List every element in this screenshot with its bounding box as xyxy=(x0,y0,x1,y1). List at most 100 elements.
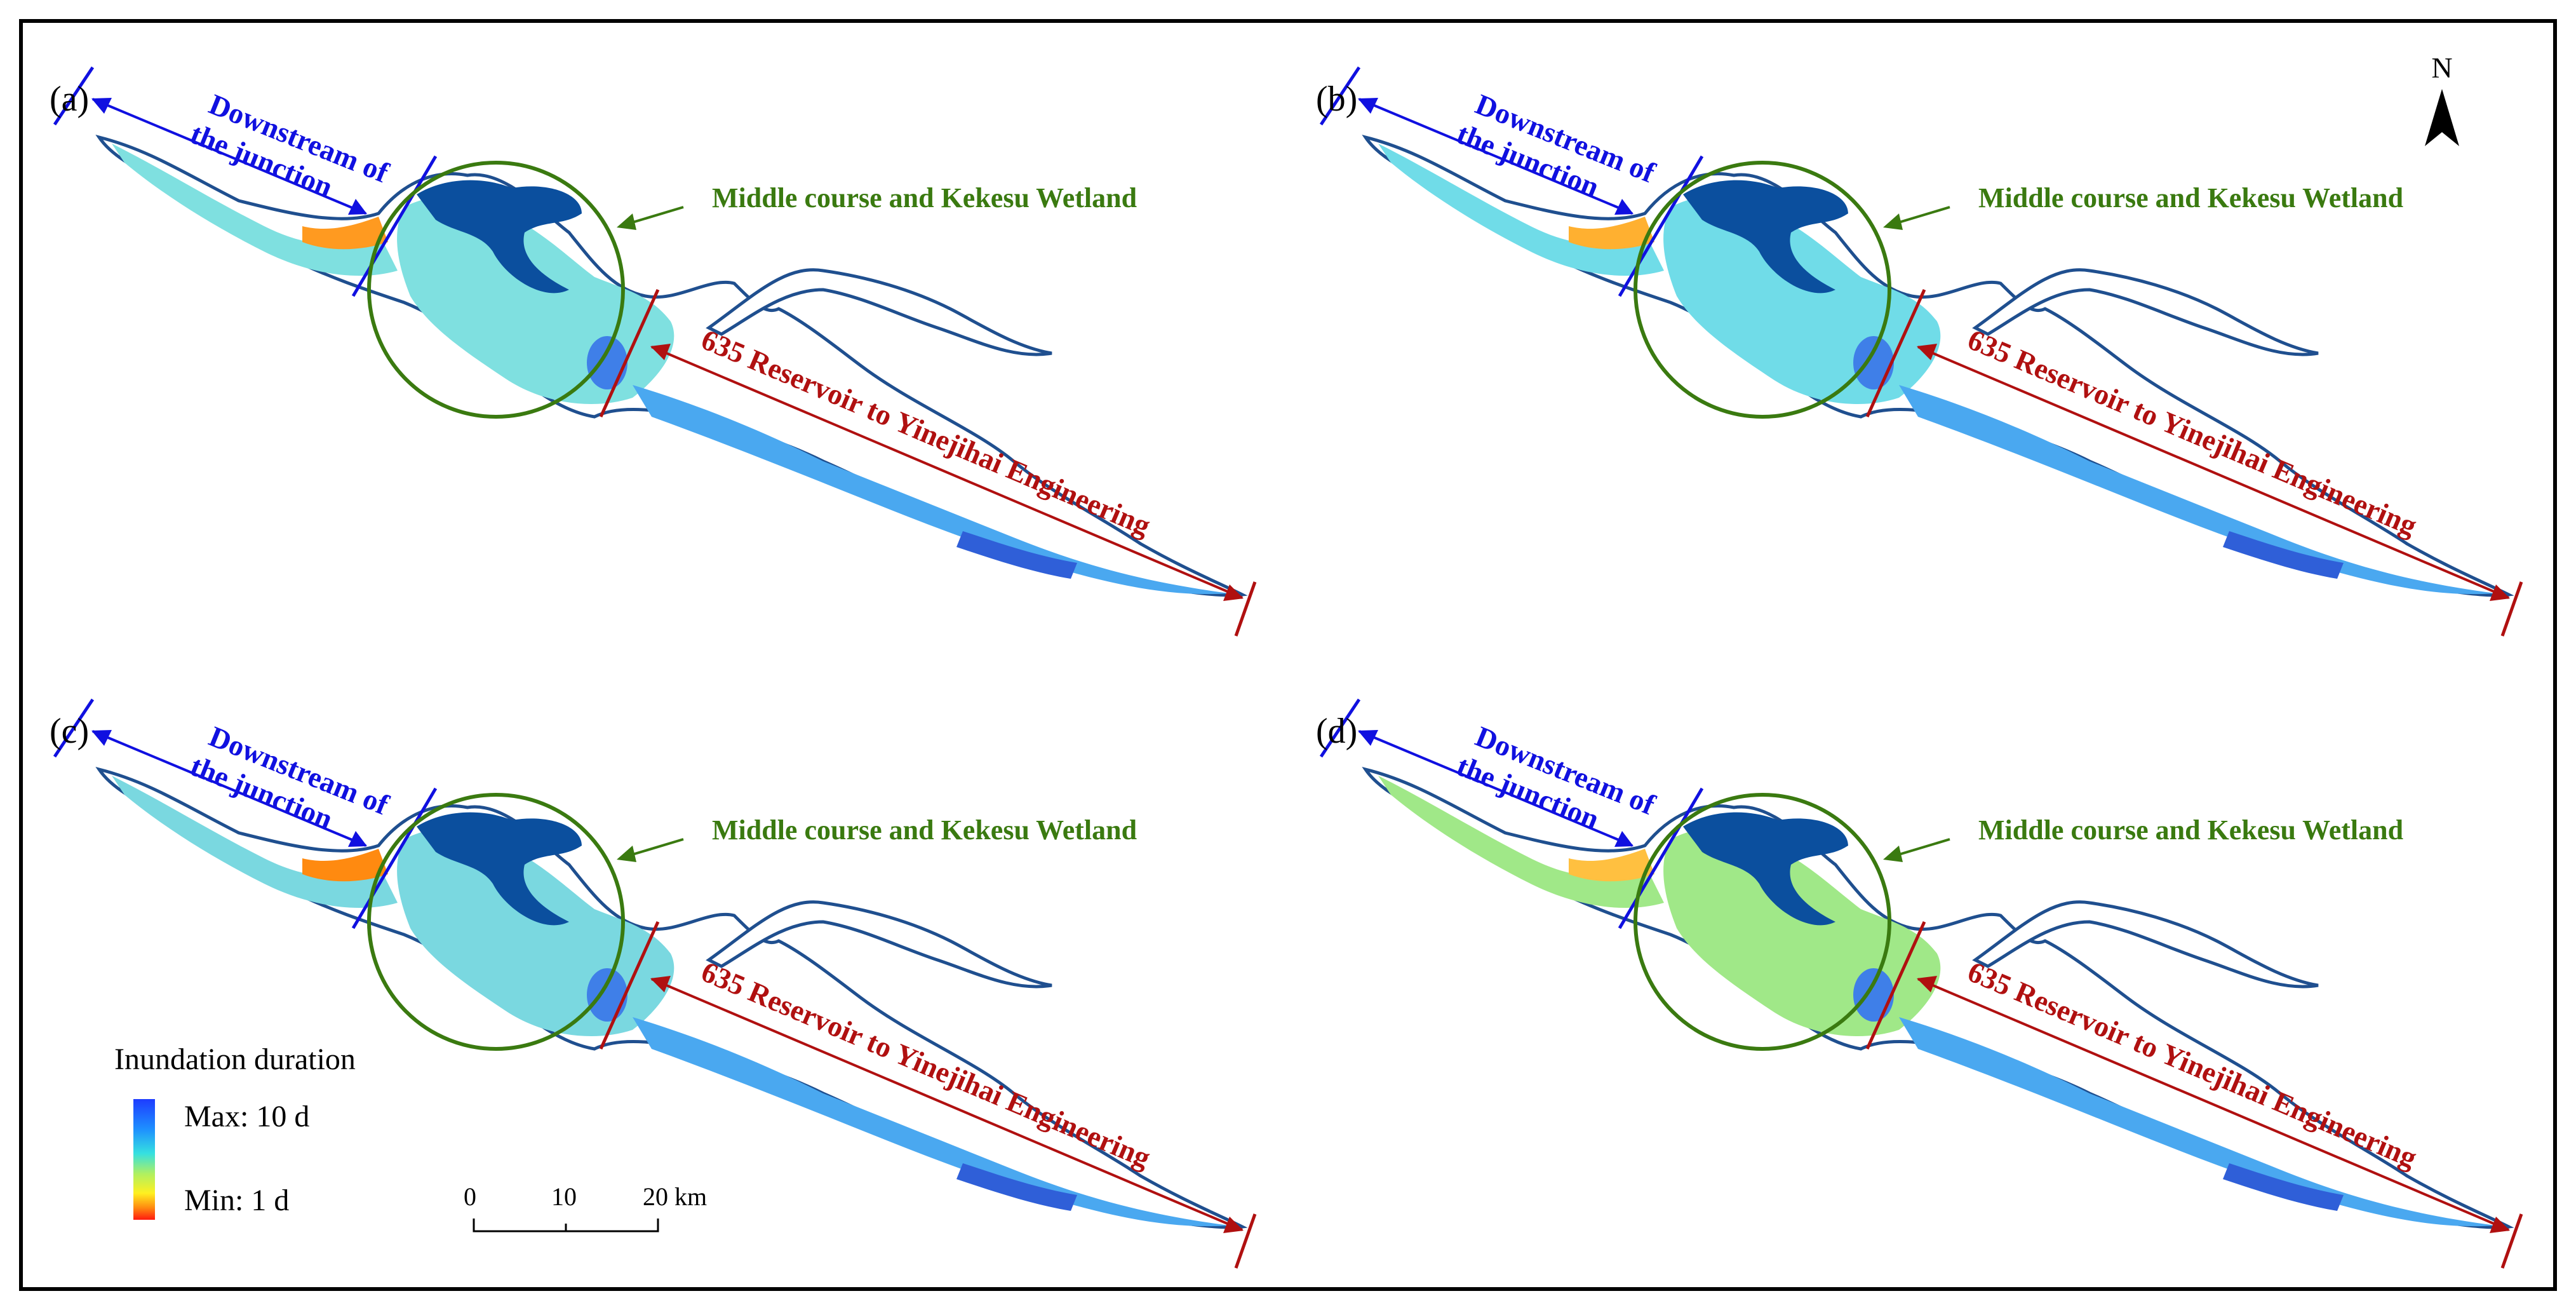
river-branch xyxy=(1972,268,2319,356)
north-arrow-icon xyxy=(2425,89,2459,146)
panel-label: (a) xyxy=(50,79,90,119)
map-panel-d: Downstream of the junction Middle course… xyxy=(1289,655,2556,1287)
deep-water-pool xyxy=(587,968,627,1022)
boundary-reservoir-end xyxy=(1234,581,1257,637)
arrowhead-reservoir-right xyxy=(2490,1217,2510,1233)
boundary-downstream-start xyxy=(1319,698,1361,758)
arrowhead-reservoir-left xyxy=(1917,344,1937,360)
arrowhead-downstream-right xyxy=(348,199,367,215)
boundary-downstream-end xyxy=(1618,787,1704,929)
arrow-reservoir xyxy=(1917,978,2509,1231)
deep-water-wetland xyxy=(1683,180,1848,294)
boundary-downstream-end xyxy=(351,787,438,929)
inundation-downstream xyxy=(1378,144,1664,276)
inundation-downstream xyxy=(112,144,398,276)
map-panel-b: Downstream of the junction Middle course… xyxy=(1289,23,2556,655)
scale-tick-0: 0 xyxy=(464,1182,476,1211)
inundation-downstream xyxy=(112,776,398,908)
panel-label: (c) xyxy=(50,712,90,751)
arrowhead-downstream-right xyxy=(348,831,367,847)
arrowhead-middle xyxy=(1883,846,1903,862)
legend-title: Inundation duration xyxy=(114,1043,356,1076)
inundation-reservoir xyxy=(633,385,1230,595)
wetland-circle xyxy=(1633,161,1891,419)
scale-tick-20: 20 km xyxy=(643,1182,708,1211)
arrowhead-middle xyxy=(617,213,636,230)
map-panel-a: Downstream of the junction Middle course… xyxy=(23,23,1289,655)
deep-water-reservoir xyxy=(956,531,1077,579)
label-middle: Middle course and Kekesu Wetland xyxy=(1978,814,2403,846)
inundation-downstream-warm xyxy=(1569,849,1654,882)
arrow-downstream xyxy=(1358,730,1633,847)
arrowhead-reservoir-right xyxy=(1223,584,1244,601)
scale-tick-10: 10 xyxy=(551,1182,577,1211)
deep-water-reservoir xyxy=(2223,1163,2344,1211)
deep-water-wetland xyxy=(417,812,582,926)
arrowhead-reservoir-right xyxy=(1223,1217,1244,1233)
arrow-downstream xyxy=(92,730,366,847)
wetland-circle xyxy=(367,161,625,419)
boundary-downstream-start xyxy=(1319,66,1361,126)
inundation-downstream-warm xyxy=(302,849,388,882)
north-label: N xyxy=(2431,51,2452,84)
north-arrow: N xyxy=(2407,51,2477,159)
panel-label: (b) xyxy=(1316,79,1358,119)
boundary-downstream-start xyxy=(53,698,95,758)
map-panel-c: Downstream of the junction Middle course… xyxy=(23,655,1289,1287)
arrowhead-reservoir-left xyxy=(650,976,671,992)
deep-water-reservoir xyxy=(2223,531,2344,579)
boundary-reservoir-end xyxy=(1234,1213,1257,1269)
boundary-reservoir-start xyxy=(599,288,660,418)
deep-water-pool xyxy=(1853,336,1894,389)
legend-max: Max: 10 d xyxy=(184,1100,310,1133)
arrowhead-downstream-left xyxy=(91,730,112,746)
arrowhead-downstream-left xyxy=(91,98,112,114)
label-middle: Middle course and Kekesu Wetland xyxy=(712,182,1137,213)
arrowhead-reservoir-left xyxy=(1917,976,1937,992)
wetland-circle xyxy=(1633,793,1891,1051)
panel-label: (d) xyxy=(1316,712,1358,751)
scale-line xyxy=(473,1219,659,1232)
deep-water-pool xyxy=(587,336,627,389)
arrow-reservoir xyxy=(1917,346,2509,599)
arrowhead-middle xyxy=(617,846,636,862)
inundation-downstream-warm xyxy=(302,217,388,250)
arrowhead-downstream-right xyxy=(1614,199,1633,215)
river-branch xyxy=(706,900,1052,989)
river-branch xyxy=(706,268,1052,356)
inundation-downstream xyxy=(1378,776,1664,908)
deep-water-pool xyxy=(1853,968,1894,1022)
boundary-downstream-start xyxy=(53,66,95,126)
arrowhead-downstream-right xyxy=(1614,831,1633,847)
boundary-reservoir-start xyxy=(1865,921,1926,1050)
boundary-downstream-end xyxy=(351,155,438,297)
arrowhead-reservoir-left xyxy=(650,344,671,360)
arrowhead-downstream-left xyxy=(1358,98,1378,114)
legend-color-ramp xyxy=(133,1099,155,1220)
arrow-downstream xyxy=(1358,98,1633,215)
legend-min: Min: 1 d xyxy=(184,1184,290,1217)
scale-bar: 0 10 20 km xyxy=(445,1182,707,1239)
arrowhead-reservoir-right xyxy=(2490,584,2510,601)
boundary-downstream-end xyxy=(1618,155,1704,297)
inundation-reservoir xyxy=(633,1017,1230,1227)
boundary-reservoir-start xyxy=(1865,288,1926,418)
deep-water-reservoir xyxy=(956,1163,1077,1211)
arrow-downstream xyxy=(92,98,366,215)
arrowhead-downstream-left xyxy=(1358,730,1378,746)
deep-water-wetland xyxy=(417,180,582,294)
inundation-reservoir xyxy=(1899,1017,2496,1227)
river-branch xyxy=(1972,900,2319,989)
arrow-reservoir xyxy=(651,978,1243,1231)
boundary-reservoir-start xyxy=(599,921,660,1050)
deep-water-wetland xyxy=(1683,812,1848,926)
arrowhead-middle xyxy=(1883,213,1903,230)
inundation-reservoir xyxy=(1899,385,2496,595)
label-middle: Middle course and Kekesu Wetland xyxy=(1978,182,2403,213)
arrow-reservoir xyxy=(651,346,1243,599)
label-middle: Middle course and Kekesu Wetland xyxy=(712,814,1137,846)
boundary-reservoir-end xyxy=(2500,1213,2523,1269)
inundation-downstream-warm xyxy=(1569,217,1654,250)
boundary-reservoir-end xyxy=(2500,581,2523,637)
wetland-circle xyxy=(367,793,625,1051)
